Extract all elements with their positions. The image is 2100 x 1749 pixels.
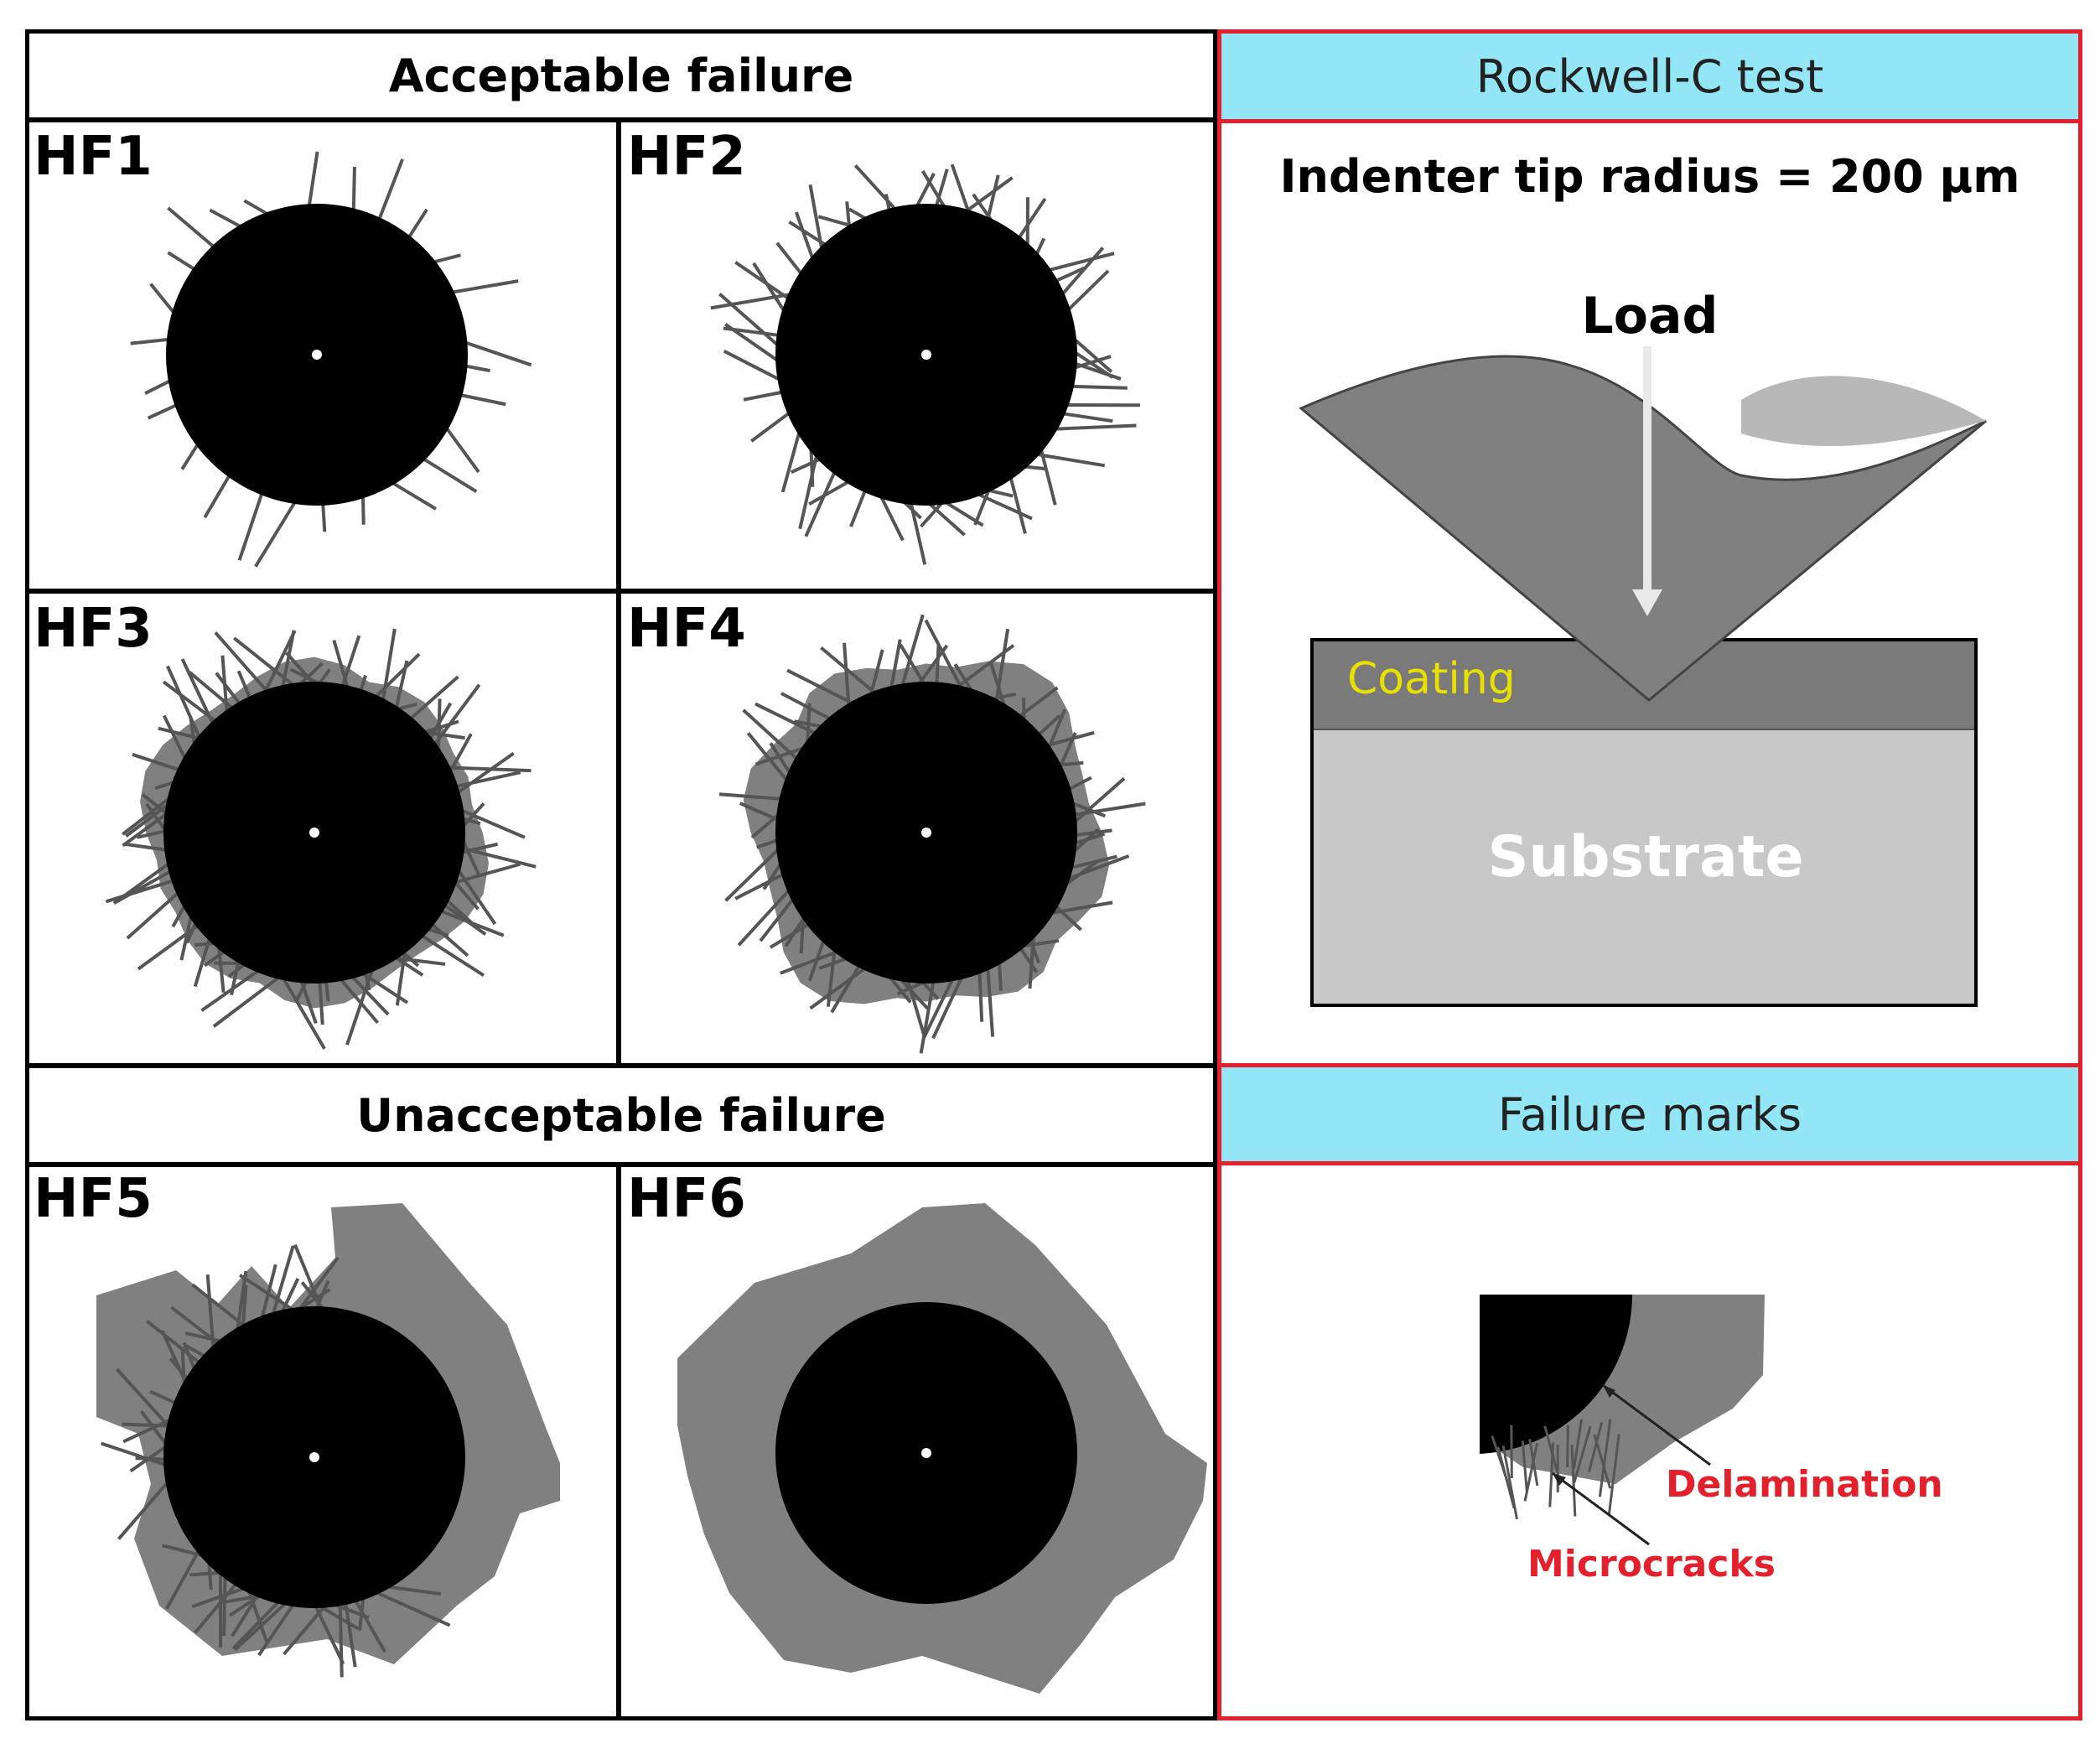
divider xyxy=(25,117,1217,122)
hf6-indent-art xyxy=(677,1203,1207,1694)
indenter-radius-text: Indenter tip radius = 200 μm xyxy=(1279,150,2020,203)
unacceptable-failure-title: Unacceptable failure xyxy=(356,1088,886,1142)
microcracks-pointer xyxy=(1552,1471,1650,1546)
hf3-indent-art xyxy=(105,628,537,1050)
hf1-indent-art xyxy=(130,151,532,568)
delamination-pointer xyxy=(1602,1383,1711,1466)
microcracks-label: Microcracks xyxy=(1527,1543,1776,1586)
hf4-label: HF4 xyxy=(627,598,746,660)
divider xyxy=(616,1162,621,1720)
substrate-label: Substrate xyxy=(1487,824,1803,890)
rockwell-test-header: Rockwell-C test xyxy=(1221,34,2078,119)
delamination-label: Delamination xyxy=(1666,1463,1943,1506)
coating-label: Coating xyxy=(1347,654,1516,704)
divider xyxy=(25,1063,1217,1068)
hf5-label: HF5 xyxy=(34,1168,153,1230)
acceptable-failure-title: Acceptable failure xyxy=(388,49,854,102)
indenter-cap xyxy=(1741,376,1986,447)
divider xyxy=(1217,1063,2082,1067)
hf-panels-art xyxy=(96,151,1207,1694)
left-grid-frame xyxy=(25,29,1217,1720)
divider xyxy=(25,1162,1217,1167)
hf4-indent-art xyxy=(718,614,1146,1054)
hf5-indent-art xyxy=(96,1203,560,1678)
load-arrow-head xyxy=(1632,589,1662,616)
hf2-label: HF2 xyxy=(627,126,746,188)
hf3-label: HF3 xyxy=(34,598,153,660)
failure-marks-art: Delamination Microcracks xyxy=(1480,1295,1943,1586)
hf6-label: HF6 xyxy=(627,1168,746,1230)
load-label: Load xyxy=(1582,287,1719,345)
microcrack-lines xyxy=(1491,1419,1620,1520)
divider xyxy=(25,589,1217,594)
rockwell-schematic: Indenter tip radius = 200 μm Coating Sub… xyxy=(1279,150,2020,1007)
divider xyxy=(1217,119,2082,123)
divider xyxy=(1217,1161,2082,1165)
failure-marks-header: Failure marks xyxy=(1221,1067,2078,1161)
right-panel-frame xyxy=(1217,29,2082,1720)
divider xyxy=(616,117,621,1065)
hf2-indent-art xyxy=(710,163,1140,565)
hf1-label: HF1 xyxy=(34,126,153,188)
